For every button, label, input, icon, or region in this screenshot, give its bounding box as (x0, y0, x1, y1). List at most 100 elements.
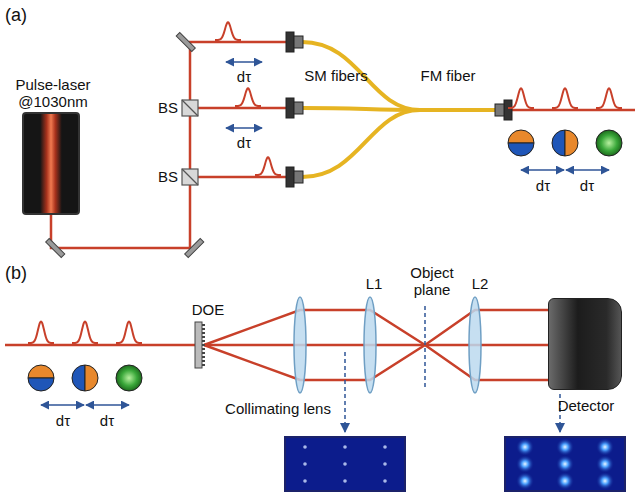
part-label: dτ (580, 178, 594, 195)
fiber-coupler (286, 32, 303, 52)
part-label: dτ (536, 178, 550, 195)
part-label: dτ (237, 135, 251, 152)
doe-grating (202, 324, 205, 326)
laser-beam (190, 176, 286, 179)
fiber-coupler (286, 167, 294, 187)
part-label: Collimating lens (225, 401, 331, 418)
part-label: SM fibers (304, 68, 367, 85)
part-label: dτ (100, 413, 114, 430)
part-label: BS (158, 100, 178, 117)
spot-array (303, 462, 307, 466)
mode-profile (28, 365, 54, 391)
pulse (596, 88, 622, 108)
spot-array (556, 438, 574, 456)
spot-array (596, 455, 614, 473)
delay-arrow (521, 169, 564, 171)
fiber-coupler (286, 167, 303, 187)
mode-profile (596, 130, 622, 156)
delay-arrow (41, 62, 609, 405)
part-label: FM fiber (420, 68, 475, 85)
spot-array (343, 445, 347, 449)
spot-array (556, 472, 574, 490)
fiber (302, 108, 420, 110)
doe-grating (202, 324, 205, 366)
spot-array (516, 472, 534, 490)
pulse (552, 88, 578, 108)
doe-grating (202, 332, 205, 334)
spot-array (516, 455, 534, 473)
pulse (116, 321, 142, 343)
beam-splitter (182, 100, 198, 116)
leader-arrow (345, 352, 560, 432)
part-label: L1 (366, 276, 383, 293)
spot-array (383, 479, 387, 483)
doe-grating (202, 356, 205, 358)
pulse (72, 321, 98, 343)
fiber-coupler (286, 32, 294, 52)
fiber-coupler (286, 98, 294, 118)
mode-profile (552, 130, 578, 156)
lens (469, 297, 481, 393)
lens (364, 297, 376, 393)
pulse-laser: Pulse-laser @1030nm (22, 112, 80, 215)
fiber-coupler (294, 102, 303, 114)
mode-profile (508, 130, 534, 156)
mode-profile (28, 365, 54, 378)
spot-array (303, 438, 614, 490)
pulse (508, 88, 534, 108)
beam-splitter (182, 100, 198, 116)
delay-arrow (41, 404, 84, 406)
panel-label: (a) (5, 6, 27, 26)
mode-profile (508, 130, 534, 143)
doe-grating (202, 328, 205, 330)
doe-grating (202, 348, 205, 350)
laser-beam (512, 109, 635, 112)
doe-grating (202, 360, 205, 362)
spot-inset (285, 437, 405, 491)
fiber-coupler (286, 98, 303, 118)
object-plane (424, 306, 426, 388)
doe-grating (202, 344, 205, 346)
mode-profile (116, 365, 142, 391)
part-label: Object plane (402, 265, 462, 298)
leader-arrow (344, 352, 346, 432)
lens (294, 297, 481, 393)
doe-grating (195, 322, 202, 368)
doe-grating (202, 352, 205, 354)
spot-array (596, 472, 614, 490)
mode-profile (85, 365, 98, 391)
mode-profile (508, 143, 534, 156)
pulse (215, 22, 241, 40)
pulse (28, 22, 622, 343)
part-label: BS (158, 169, 178, 186)
pulse (28, 321, 54, 343)
part-label: DOE (192, 302, 225, 319)
mirror (176, 32, 195, 51)
beam-splitter (182, 169, 198, 185)
delay-arrow (226, 127, 262, 129)
mode-profile (28, 378, 54, 391)
pulse (235, 88, 261, 106)
fiber-coupler (495, 104, 504, 116)
lens (294, 297, 306, 393)
mode-profile (116, 365, 142, 391)
fiber (418, 108, 496, 112)
panel-label: (b) (5, 264, 27, 284)
node-heading: Pulse-laser @1030nm (0, 76, 109, 111)
mode-profile (72, 365, 98, 391)
part-label: L2 (472, 276, 489, 293)
laser-beam (51, 42, 635, 248)
spot-inset (285, 437, 625, 491)
mode-profile (596, 130, 622, 156)
beam-splitter (182, 100, 198, 185)
node-heading: Detector (541, 397, 631, 414)
fiber-coupler (495, 100, 512, 120)
doe-grating (202, 340, 205, 342)
mirror (185, 238, 204, 257)
laser-beam (51, 42, 286, 248)
fiber-coupler (294, 171, 303, 183)
fiber-coupler (504, 100, 512, 120)
fiber-coupler (294, 36, 303, 48)
fiber-coupler (286, 32, 512, 187)
